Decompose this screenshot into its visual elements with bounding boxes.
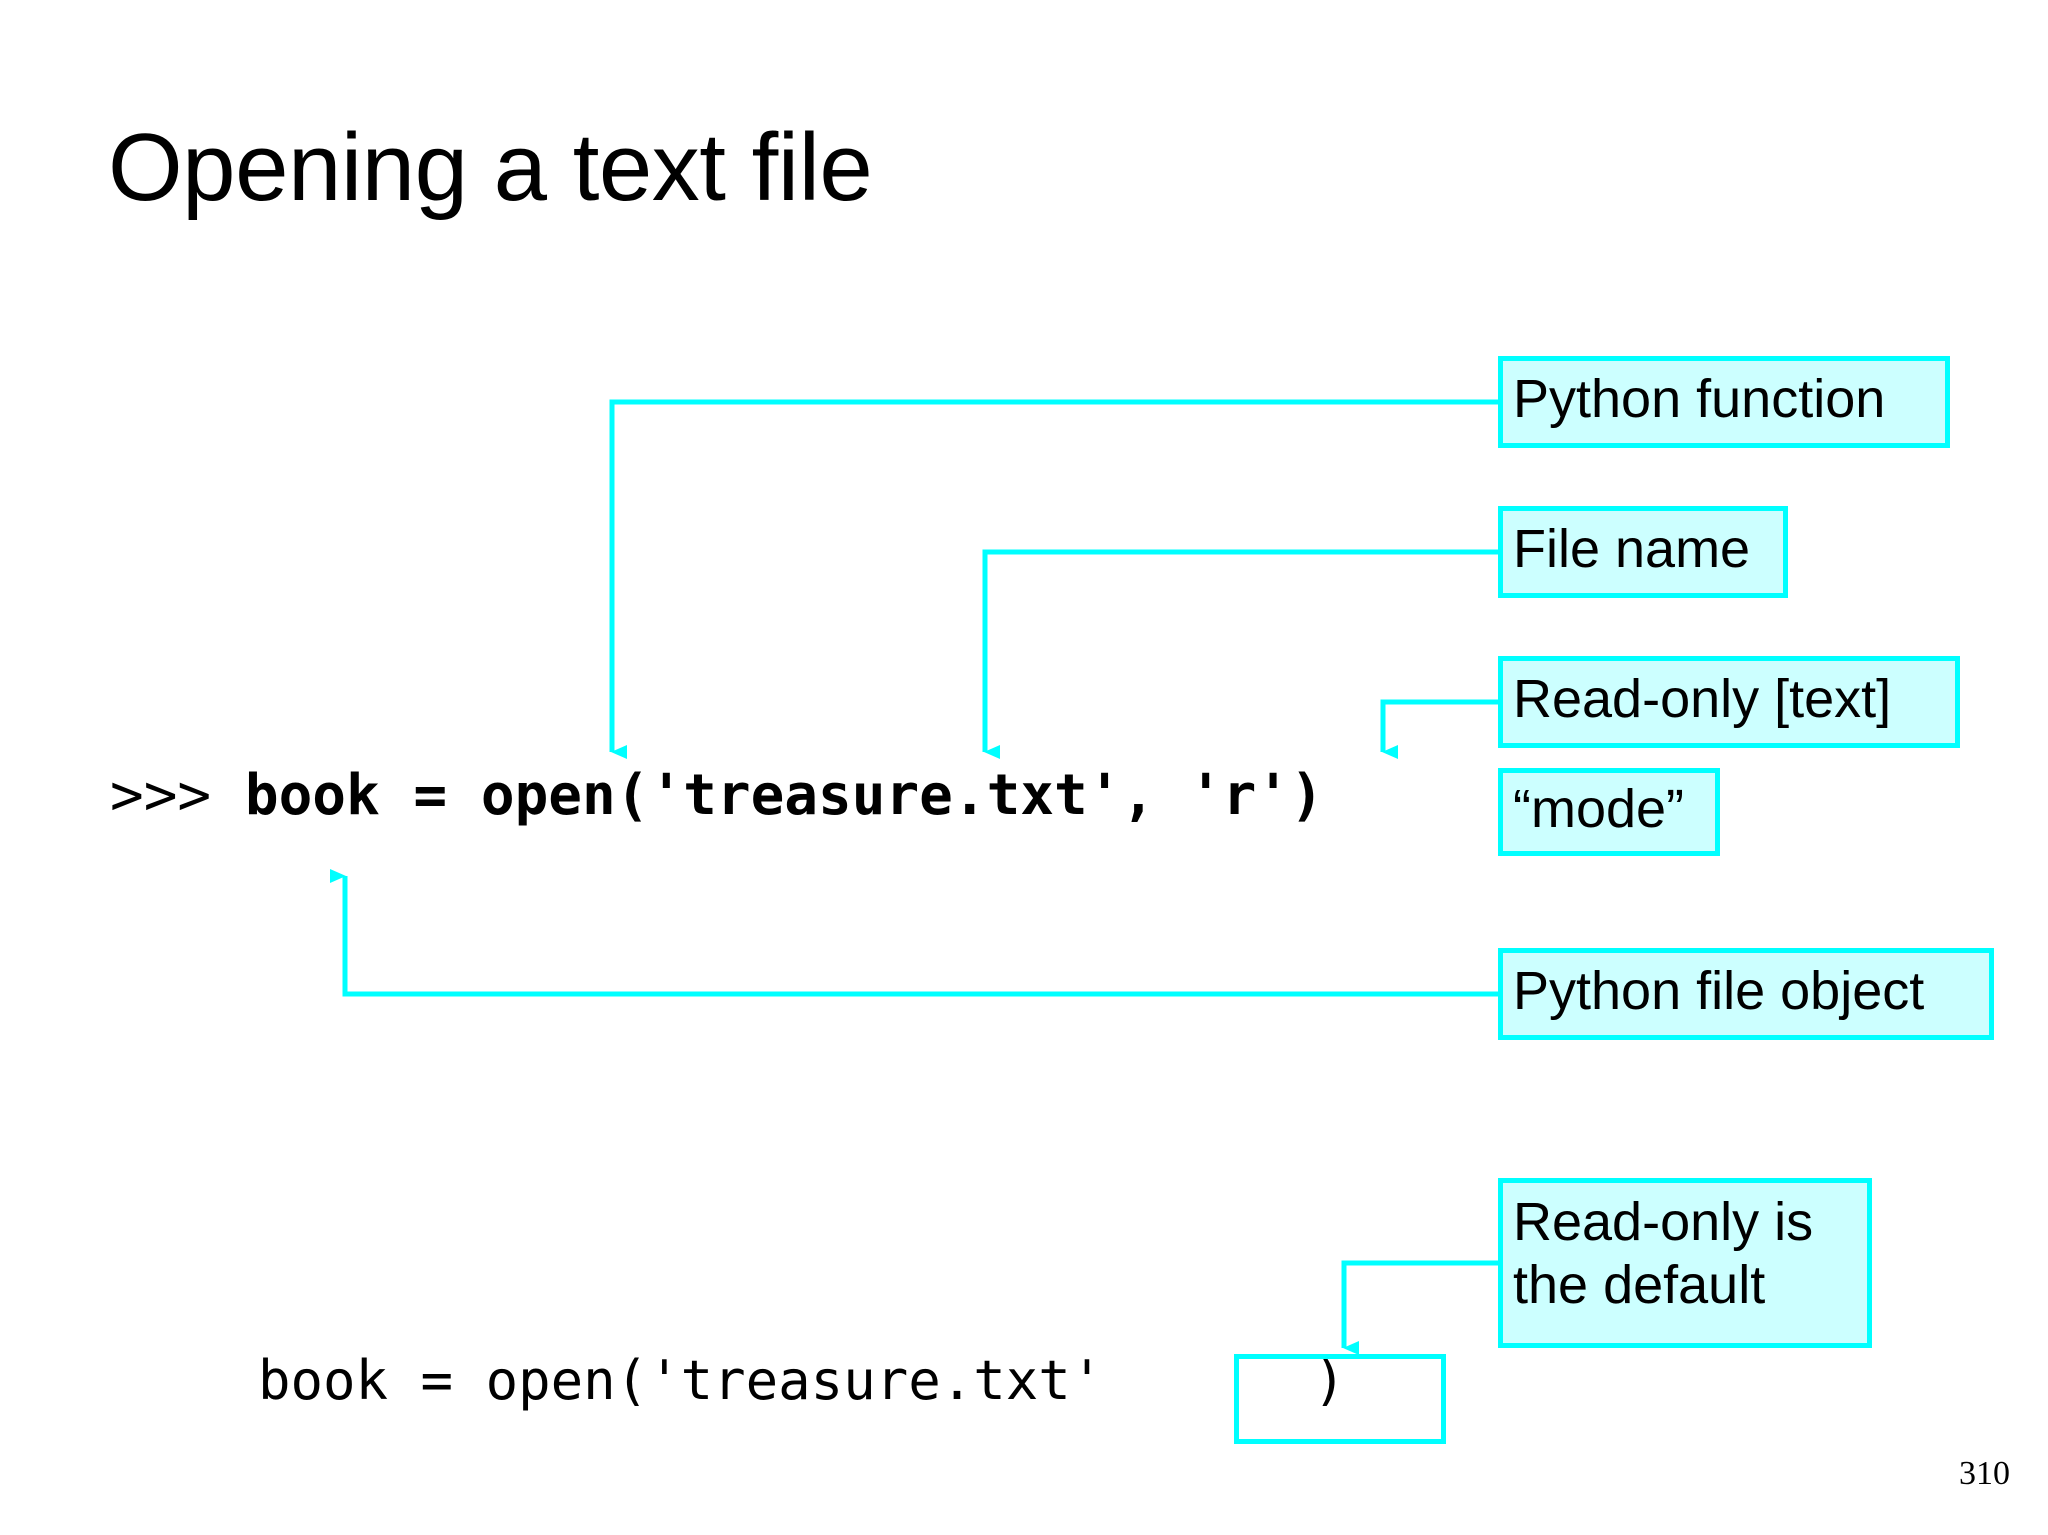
answer-blank-box[interactable] xyxy=(1234,1354,1446,1444)
callout-read-only-text: Read-only [text] xyxy=(1498,656,1960,748)
callout-python-file-object: Python file object xyxy=(1498,948,1994,1040)
code-line-primary: >>> book = open('treasure.txt', 'r') xyxy=(110,768,1324,824)
code-statement-before-blank: book = open('treasure.txt' xyxy=(258,1349,1104,1412)
callout-python-function: Python function xyxy=(1498,356,1950,448)
connector-read-only-text xyxy=(1380,699,1498,759)
repl-prompt: >>> xyxy=(110,763,245,828)
callout-file-name: File name xyxy=(1498,506,1788,598)
code-statement-after-blank: ) xyxy=(1313,1349,1346,1412)
connector-file-object xyxy=(330,869,1498,997)
callout-read-only-default: Read-only is the default xyxy=(1498,1178,1872,1348)
page-number: 310 xyxy=(1959,1455,2010,1492)
callout-mode: “mode” xyxy=(1498,768,1720,856)
page-title: Opening a text file xyxy=(108,114,873,221)
connector-file-name xyxy=(982,549,1498,759)
connector-read-only-default xyxy=(1341,1260,1498,1355)
connector-python-function xyxy=(609,399,1498,759)
code-statement-primary: book = open('treasure.txt', 'r') xyxy=(244,763,1324,828)
code-line-secondary: book = open('treasure.txt') xyxy=(258,1354,1346,1408)
